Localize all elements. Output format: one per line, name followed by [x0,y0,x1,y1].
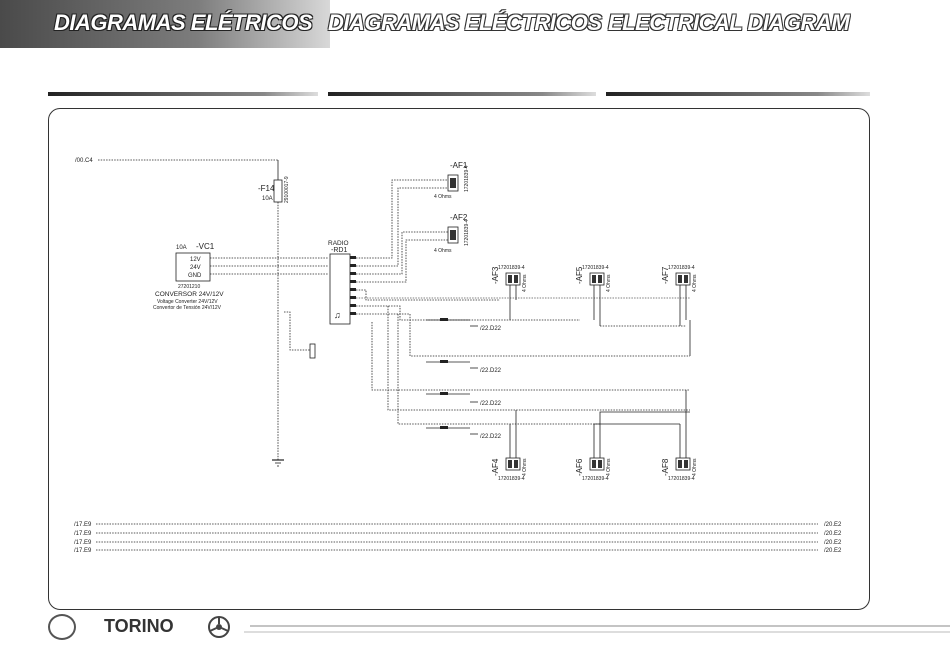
speaker-af2-part: 17201839-4 [464,219,470,246]
speaker-af8-ohms: 4 Ohms [692,458,698,476]
music-note-icon: ♫ [334,310,341,320]
header-rule-1 [48,92,318,96]
footer-oval [48,614,76,640]
speaker-af7-tag: -AF7 [661,266,670,284]
converter-pin-gnd: GND [188,273,202,279]
radio-connectors [350,256,356,315]
speaker-af6-part: 17201839-4 [582,476,609,482]
fuse-rating: 10A [262,196,273,202]
header-title-pt: DIAGRAMAS ELÉTRICOS [54,10,313,35]
speaker-af4 [505,410,521,471]
header-title-en: ELECTRICAL DIAGRAM [608,10,850,35]
d22-ref-4: /22.D22 [480,434,502,440]
speaker-af5-ohms: 4 Ohms [606,274,612,292]
bus-left-2: /17.E9 [74,531,92,537]
fuse-part: 29100017-9 [284,176,290,203]
speaker-af1-tag: -AF1 [450,161,468,170]
bus-right-2: /20.E2 [824,531,842,537]
fuse-tag: -F14 [258,184,275,193]
d22-ref-2: /22.D22 [480,368,502,374]
converter-pin-12v: 12V [190,257,201,263]
converter-name-en: Voltage Converter 24V/12V [157,299,218,305]
speaker-af6-tag: -AF6 [575,458,584,476]
steering-wheel-icon [208,616,230,638]
speaker-af3-ohms: 4 Ohms [522,274,528,292]
speaker-af6-ohms: 4 Ohms [606,458,612,476]
speaker-af4-ohms: 4 Ohms [522,458,528,476]
speaker-af4-part: 17201839-4 [498,476,525,482]
bus-right-1: /20.E2 [824,522,842,528]
speaker-af1-ohms: 4 Ohms [434,194,452,200]
speaker-af7-ohms: 4 Ohms [692,274,698,292]
connector-d22-3 [426,392,478,403]
converter-part: 27201210 [178,284,200,290]
speaker-af3 [505,272,521,320]
header-rule-3 [606,92,870,96]
connector-d22-1 [426,318,478,327]
speaker-af7-part: 17201839-4 [668,265,695,271]
model-name: TORINO [104,616,174,636]
bus-left-4: /17.E9 [74,548,92,554]
speaker-af3-tag: -AF3 [491,266,500,284]
bus-right-4: /20.E2 [824,548,842,554]
source-ref-label: /00.C4 [75,158,93,164]
bus-left-1: /17.E9 [74,522,92,528]
converter-pin-24v: 24V [190,265,201,271]
converter-tag: -VC1 [196,242,215,251]
speaker-af8 [600,390,691,471]
fuse-f14 [273,179,283,203]
speaker-af5-part: 17201839-4 [582,265,609,271]
radio-label: RADIO [328,240,349,247]
converter-name-es: Convertor de Tensión 24V/12V [153,305,222,311]
speaker-af6 [589,411,690,471]
converter-name-pt: CONVERSOR 24V/12V [155,291,224,298]
d22-ref-1: /22.D22 [480,326,502,332]
connector-d22-2 [426,360,478,369]
header-title-es: DIAGRAMAS ELÉCTRICOS [328,10,602,35]
header-rule-2 [328,92,596,96]
bus-lines [96,523,818,551]
speaker-af2-ohms: 4 Ohms [434,248,452,254]
speaker-af3-part: 17201839-4 [498,265,525,271]
radio-tag: -RD1 [331,247,347,254]
diagram-frame [48,108,870,610]
header-band [0,0,330,48]
speaker-af2-tag: -AF2 [450,213,468,222]
speaker-af4-tag: -AF4 [491,458,500,476]
bus-right-3: /20.E2 [824,540,842,546]
speaker-af1-part: 17201839-4 [464,165,470,192]
switch-component [309,343,316,359]
speaker-af8-part: 17201839-4 [668,476,695,482]
d22-ref-3: /22.D22 [480,401,502,407]
converter-amp: 10A [176,245,187,251]
bus-left-3: /17.E9 [74,540,92,546]
speaker-af5-tag: -AF5 [575,266,584,284]
speaker-af7 [675,272,691,326]
converter-vc1 [175,252,211,282]
speaker-af5 [589,272,605,326]
connector-d22-4 [426,426,478,435]
speaker-af8-tag: -AF8 [661,458,670,476]
